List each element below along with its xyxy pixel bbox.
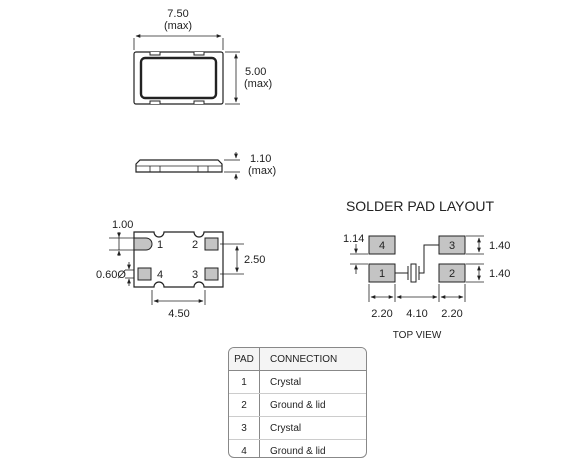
land-pad-1-label: 1 [379,268,385,280]
width-unit: (max) [164,20,192,32]
bottom-view: 1 2 3 4 1.00 0.60Ø 2.50 4.50 [96,219,265,320]
pad-cell: 2 [229,393,260,417]
castellation-value: 1.00 [112,219,133,231]
connection-cell: Crystal [259,416,366,440]
solder-layout-title: SOLDER PAD LAYOUT [346,198,495,214]
height-unit: (max) [244,78,272,90]
side-view: 1.10 (max) [135,152,276,180]
pitch-h-value: 4.50 [168,308,189,320]
table-row: 2 Ground & lid [229,393,366,417]
header-pad: PAD [229,348,260,371]
thickness-value: 1.10 [250,153,271,165]
land-pad-4 [368,235,396,255]
left-width-value: 2.20 [371,308,392,320]
table-row: 3 Crystal [229,416,366,440]
height-value: 5.00 [245,66,266,78]
pitch-v-value: 2.50 [244,254,265,266]
pad-connection-table: PAD CONNECTION 1 Crystal 2 Ground & lid … [228,347,367,458]
top-view: 7.50 (max) 5.00 (max) [133,8,272,105]
bottom-pad-2-label: 2 [192,239,198,251]
bottom-pad-1-label: 1 [157,239,163,251]
top-view-caption: TOP VIEW [393,330,442,341]
land-pad-3-label: 3 [449,240,455,252]
right-width-value: 2.20 [441,308,462,320]
castellations-top [149,52,205,104]
pad-cell: 3 [229,416,260,440]
hole-diameter-value: 0.60Ø [96,269,126,281]
connection-cell: Ground & lid [270,445,326,457]
connection-cell: Ground & lid [259,393,366,417]
bottom-pad-4 [137,267,152,281]
gap-value: 4.10 [406,308,427,320]
package-lid [139,56,218,100]
bottom-pad-2 [204,237,219,251]
table-row: 1 Crystal [229,370,366,394]
bottom-pad-3 [204,267,219,281]
pad-width-value: 1.14 [343,233,364,245]
connection-cell: Crystal [259,370,366,394]
solder-pad-layout: SOLDER PAD LAYOUT 4 3 1 2 1.14 1.40 1. [343,198,510,341]
width-value: 7.50 [167,8,188,20]
thickness-unit: (max) [248,165,276,177]
pad-height-top-value: 1.40 [489,240,510,252]
bottom-pad-1 [133,237,153,251]
table-header-row: PAD CONNECTION [229,348,366,371]
crystal-symbol [395,244,439,283]
bottom-pad-3-label: 3 [192,269,198,281]
table-row: 4 Ground & lid [229,439,366,457]
land-pad-2 [438,263,466,283]
bottom-pad-4-label: 4 [157,269,163,281]
pad-height-bottom-value: 1.40 [489,268,510,280]
land-pad-2-label: 2 [449,268,455,280]
package-outline-bottom [133,231,224,288]
land-pad-4-label: 4 [379,240,385,252]
pad-cell: 4 [229,439,260,457]
pad-cell: 1 [229,370,260,394]
header-connection: CONNECTION [259,348,366,371]
